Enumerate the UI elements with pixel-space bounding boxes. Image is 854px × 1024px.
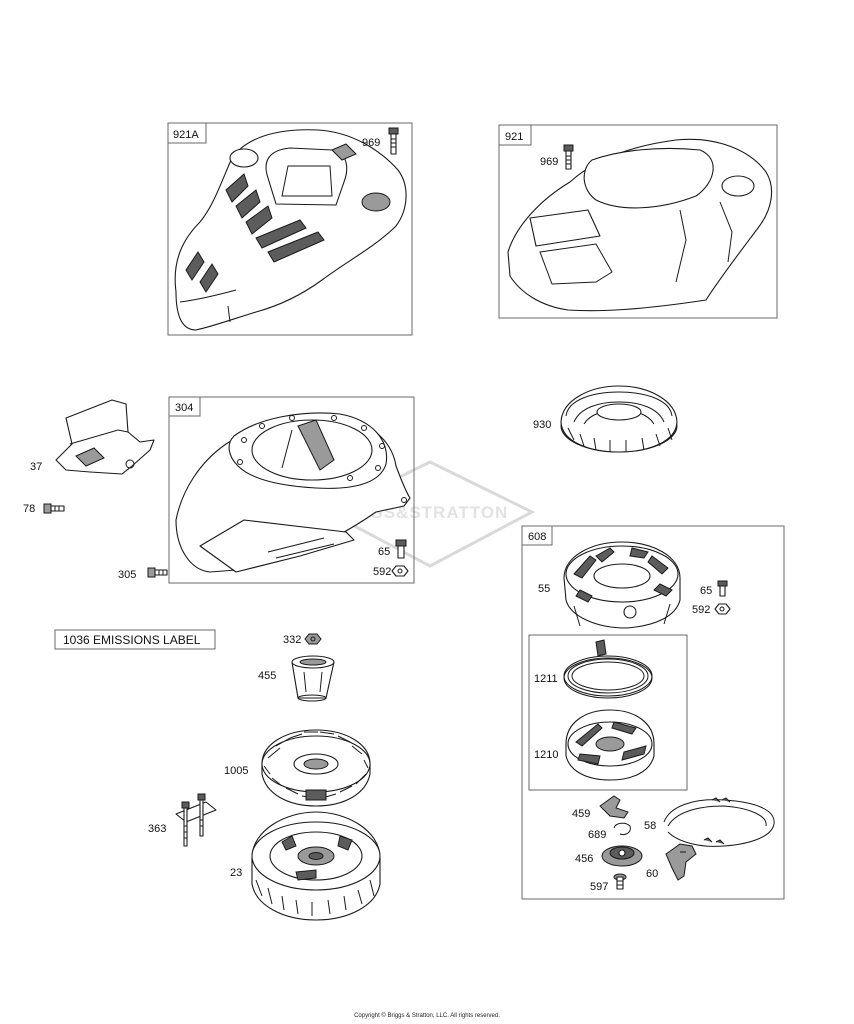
label-459: 459: [572, 808, 590, 820]
bolt-65-b-drawing: [717, 580, 728, 597]
blower-housing-921-drawing: [507, 138, 773, 312]
cup-455-drawing: [291, 655, 335, 702]
box-608-tag: [521, 525, 553, 546]
box-921A-label: 921A: [173, 129, 199, 141]
box-921A-tag: [167, 122, 207, 144]
label-597: 597: [590, 881, 608, 893]
box-304-frame: [168, 396, 415, 584]
bolt-969-a-drawing: [388, 127, 399, 155]
box-304-label: 304: [175, 402, 193, 414]
bolt-65-a-drawing: [395, 539, 407, 559]
fan-1005-drawing: [261, 729, 371, 807]
label-305: 305: [118, 569, 136, 581]
label-1005: 1005: [224, 765, 248, 777]
label-363: 363: [148, 823, 166, 835]
label-78: 78: [23, 503, 35, 515]
label-55: 55: [538, 583, 550, 595]
label-332: 332: [283, 634, 301, 646]
group-921A: 921A 969: [167, 122, 413, 336]
rope-58-drawing: [663, 797, 775, 847]
label-592-b: 592: [692, 604, 710, 616]
bolt-969-b-drawing: [563, 144, 574, 170]
label-1210: 1210: [534, 749, 558, 761]
baffle-37-drawing: [55, 399, 155, 475]
clip-689-drawing: [613, 822, 631, 835]
box-921-frame: [498, 124, 778, 319]
bolt-78-drawing: [43, 503, 65, 514]
flywheel-23-drawing: [251, 811, 381, 921]
label-60: 60: [646, 868, 658, 880]
emissions-label-box: [54, 629, 216, 650]
bracket-363-drawing: [175, 793, 217, 847]
label-930: 930: [533, 419, 551, 431]
bolt-305-drawing: [147, 567, 168, 578]
box-608-frame: [521, 525, 785, 900]
screw-597-drawing: [613, 873, 627, 890]
spring-1211-drawing: [563, 639, 653, 699]
copyright-notice: Copyright © Briggs & Stratton, LLC. All …: [354, 1013, 500, 1019]
handle-60-drawing: [665, 843, 697, 881]
blower-housing-304-drawing: [175, 412, 411, 573]
label-58: 58: [644, 820, 656, 832]
pulley-1210-drawing: [565, 709, 655, 781]
label-65-a: 65: [378, 546, 390, 558]
retainer-456-drawing: [601, 845, 643, 867]
label-592-a: 592: [373, 566, 391, 578]
label-969-a: 969: [362, 137, 380, 149]
box-921A-frame: [167, 122, 413, 336]
spring-pulley-subbox: [528, 634, 688, 791]
pawl-459-drawing: [599, 795, 629, 819]
label-969-b: 969: [540, 156, 558, 168]
nut-592-b-drawing: [714, 603, 731, 615]
label-65-b: 65: [700, 585, 712, 597]
label-37: 37: [30, 461, 42, 473]
box-608-label: 608: [528, 531, 546, 543]
label-455: 455: [258, 670, 276, 682]
starter-housing-55-drawing: [563, 541, 681, 629]
box-921-label: 921: [505, 131, 523, 143]
emissions-label-text: 1036 EMISSIONS LABEL: [63, 633, 201, 647]
label-23: 23: [230, 867, 242, 879]
label-1211: 1211: [534, 673, 558, 685]
group-304: 304 65 592: [168, 396, 415, 584]
group-608: 608 55 65 592: [521, 525, 785, 900]
blower-housing-921A-drawing: [174, 129, 407, 331]
rotating-screen-930-drawing: [560, 385, 678, 453]
label-456: 456: [575, 853, 593, 865]
box-304-tag: [168, 396, 201, 417]
nut-332-drawing: [304, 633, 322, 645]
box-921-tag: [498, 124, 532, 146]
group-921: 921 969: [498, 124, 778, 319]
nut-592-a-drawing: [391, 565, 409, 577]
label-689: 689: [588, 829, 606, 841]
